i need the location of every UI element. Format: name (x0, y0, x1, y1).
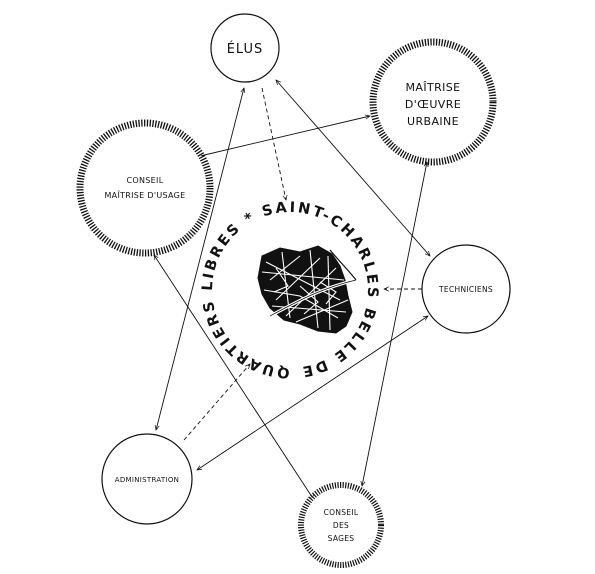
node-conseil-sages[interactable]: CONSEIL DES SAGES (298, 482, 384, 568)
node-conseil-sages-line2: DES (333, 521, 349, 530)
node-elus-label: ÉLUS (227, 41, 264, 57)
node-conseil-sages-line1: CONSEIL (324, 508, 359, 517)
node-maitrise-oeuvre-line3: URBAINE (407, 115, 459, 128)
link-maitrise-usage (196, 116, 370, 157)
node-conseil-usage[interactable]: CONSEIL MAÎTRISE D'USAGE (76, 119, 214, 257)
map-icon (257, 245, 357, 334)
dashed-elus-center (261, 87, 286, 200)
link-maitrise-sages (362, 162, 427, 486)
connectors (154, 80, 430, 500)
node-administration[interactable]: ADMINISTRATION (101, 433, 193, 525)
node-conseil-usage-line1: CONSEIL (127, 176, 164, 185)
node-elus-circle (210, 13, 280, 83)
node-maitrise-oeuvre[interactable]: MAÎTRISE D'ŒUVRE URBAINE (369, 38, 497, 166)
node-conseil-sages-line3: SAGES (328, 534, 355, 543)
node-techniciens-circle (421, 244, 511, 334)
node-administration-label: ADMINISTRATION (115, 476, 179, 484)
node-maitrise-oeuvre-line2: D'ŒUVRE (405, 98, 461, 111)
node-administration-circle (101, 433, 193, 525)
node-techniciens-label: TECHNICIENS (438, 285, 493, 294)
node-techniciens[interactable]: TECHNICIENS (421, 244, 511, 334)
node-elus[interactable]: ÉLUS (210, 13, 280, 83)
node-maitrise-oeuvre-line1: MAÎTRISE (406, 81, 461, 94)
node-conseil-usage-line2: MAÎTRISE D'USAGE (104, 189, 185, 200)
dashed-administration-center (183, 364, 250, 441)
link-techniciens-administration (197, 316, 428, 470)
